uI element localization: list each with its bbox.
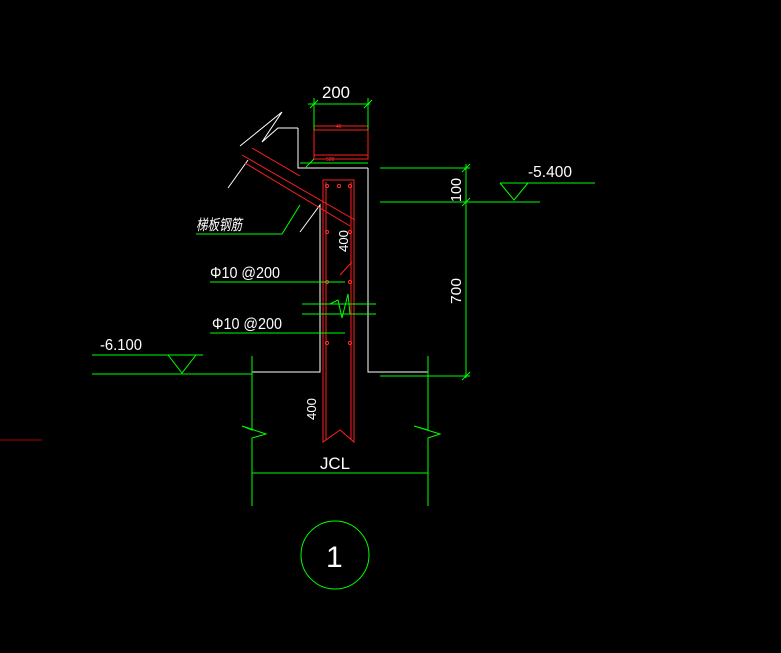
dimension-400-upper-label: 400 [336,230,351,252]
small-bottom-label: 520 [326,157,335,163]
small-top-label: 40 [336,124,342,130]
rebar-spec-2-label: Φ10 @200 [212,316,282,333]
detail-number-label: 1 [326,541,343,574]
width-dimension-label: 200 [322,83,350,102]
rebar-dots [324,183,353,346]
dimension-lines [92,98,595,590]
dimension-700-label: 700 [448,278,465,304]
dimension-400-lower-label: 400 [304,398,319,420]
dimension-texts: 200 40 520 -5.400 -6.100 100 700 400 400… [100,83,572,574]
elevation-bottom-label: -6.100 [100,337,142,354]
concrete-outline [227,111,428,373]
dimension-100-label: 100 [448,178,465,202]
stair-rebar-label: 梯板钢筋 [196,217,244,234]
rebar-spec-1-label: Φ10 @200 [210,265,280,282]
beam-name-label: JCL [320,454,350,473]
rebar-cage [241,125,369,444]
elevation-top-label: -5.400 [528,164,572,181]
